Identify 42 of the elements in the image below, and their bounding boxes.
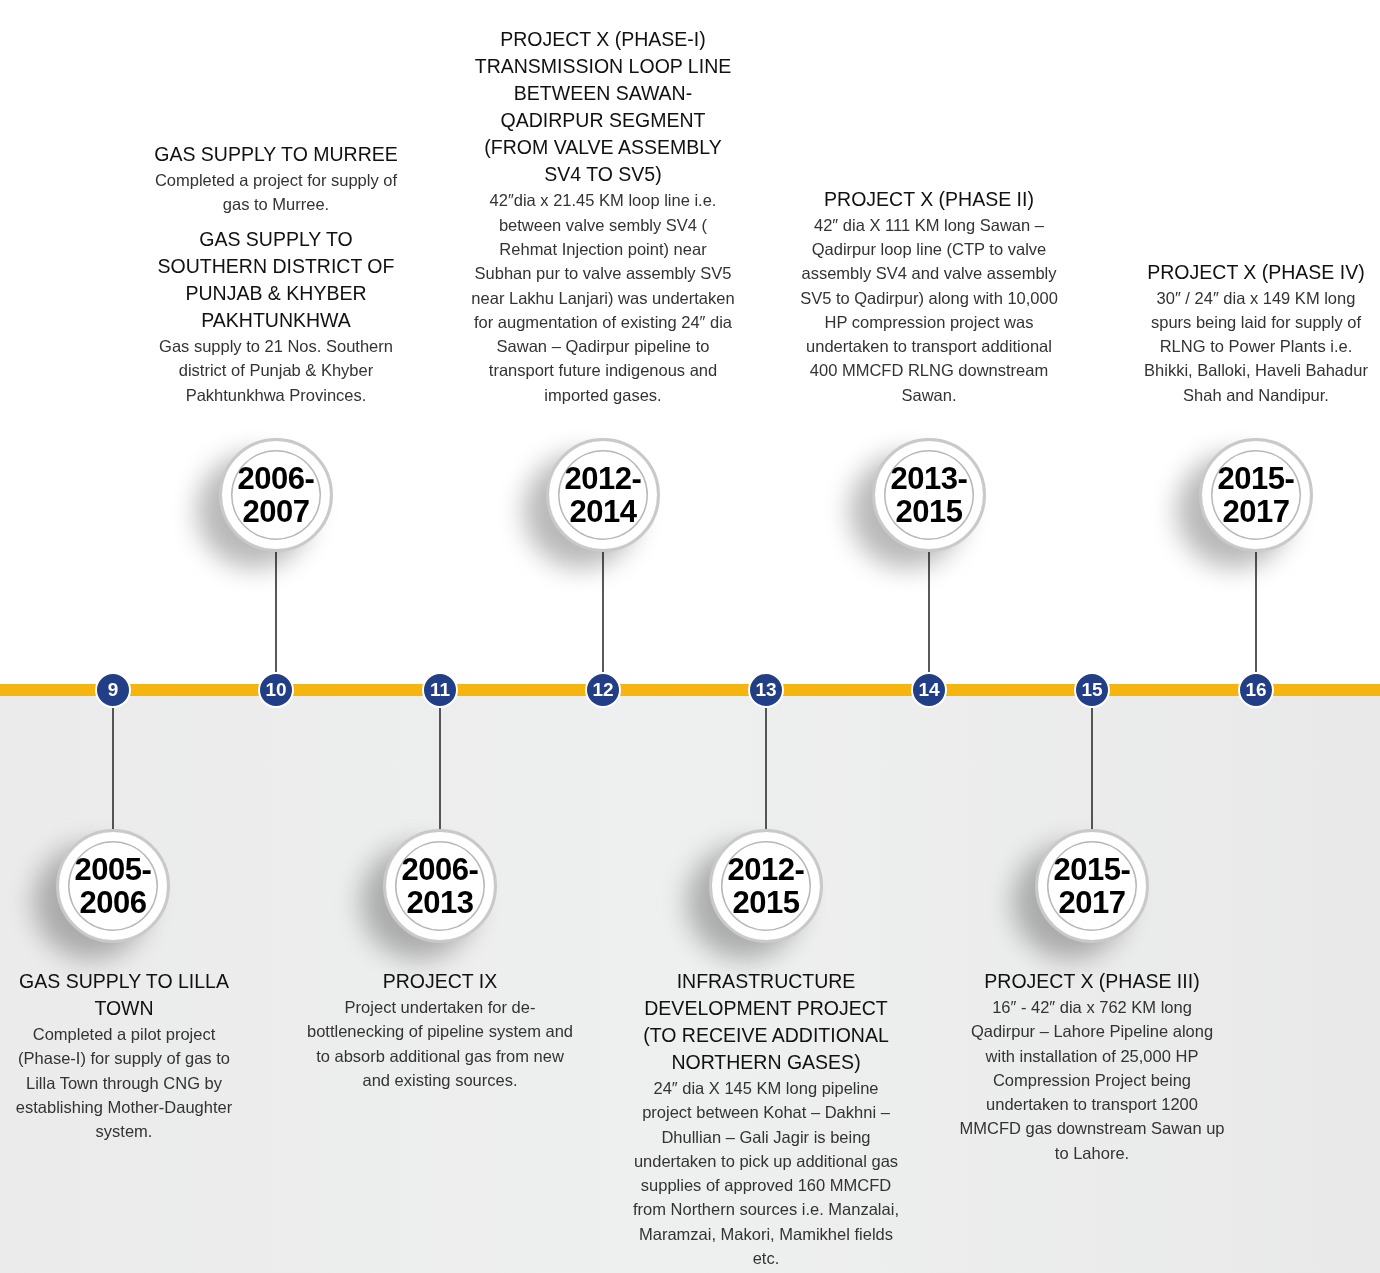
connector-line xyxy=(765,707,767,830)
number-badge: 12 xyxy=(585,672,621,708)
project-description: Completed a project for supply of gas to Murree. xyxy=(153,169,399,215)
project-description: 24″ dia X 145 KM long pipeline project between Kohat – Dakhni – Dhullian – Gali Jagir is being undertaken to pick up additional gas supplies of approved 160 MMCFD from Northern sources i.e. Manzalai, Maramzai, Makori, Mamikhel fields etc. xyxy=(632,1078,900,1270)
year-label: 2006-2007 xyxy=(236,462,316,528)
connector-line xyxy=(1091,707,1093,830)
year-label: 2012-2014 xyxy=(563,462,643,528)
project-description: Project undertaken for de-bottlenecking of pipeline system and to absorb additional gas from new and existing sources. xyxy=(306,997,574,1091)
project-title: GAS SUPPLY TO LILLA TOWN xyxy=(18,969,230,1021)
project-title: GAS SUPPLY TO SOUTHERN DISTRICT OF PUNJAB & KHYBER PAKHTUNKHWA xyxy=(156,227,396,334)
year-label: 2013-2015 xyxy=(889,462,969,528)
project-description: 30″ / 24″ dia x 149 KM long spurs being laid for supply of RLNG to Power Plants i.e. Bhikki, Balloki, Haveli Bahadur Shah and Nandipur. xyxy=(1143,287,1369,406)
connector-line xyxy=(275,551,277,673)
connector-line xyxy=(1255,551,1257,673)
project-title: PROJECT X (PHASE III) xyxy=(983,969,1201,994)
project-description: 42″ dia X 111 KM long Sawan – Qadirpur loop line (CTP to valve assembly SV4 and valve assembly SV5 to Qadirpur) along with 10,000 HP compression project was undertaken to transport additional 400 MMCFD RLNG downstream Sawan. xyxy=(799,214,1059,406)
connector-line xyxy=(928,551,930,673)
project-description: 42″dia x 21.45 KM loop line i.e. between valve sembly SV4 ( Rehmat Injection point) near Subhan pur to valve assembly SV5 near Lakhu Lanjari) was undertaken for augmentation of existing 24″ dia Sawan – Qadirpur pipeline to transport future indigenous and imported gases. xyxy=(470,190,736,406)
number-badge: 16 xyxy=(1238,672,1274,708)
number-badge: 11 xyxy=(422,672,458,708)
connector-line xyxy=(439,707,441,830)
project-description: 16″ - 42″ dia x 762 KM long Qadirpur – Lahore Pipeline along with installation of 25,000 HP Compression Project being undertaken to transport 1200 MMCFD gas downstream Sawan up to Lahore. xyxy=(958,997,1226,1164)
year-label: 2015-2017 xyxy=(1052,853,1132,919)
project-title: INFRASTRUCTURE DEVELOPMENT PROJECT (TO RECEIVE ADDITIONAL NORTHERN GASES) xyxy=(642,969,890,1075)
year-label: 2005-2006 xyxy=(73,853,153,919)
project-title: PROJECT X (PHASE-I) TRANSMISSION LOOP LINE BETWEEN SAWAN- QADIRPUR SEGMENT (FROM VALVE ASSEMBLY SV4 TO SV5) xyxy=(473,27,733,188)
year-label: 2006-2013 xyxy=(400,853,480,919)
project-title: GAS SUPPLY TO MURREE xyxy=(153,141,399,167)
number-badge: 9 xyxy=(95,672,131,708)
project-description: Gas supply to 21 Nos. Southern district of Punjab & Khyber Pakhtunkhwa Provinces. xyxy=(158,336,394,406)
number-badge: 10 xyxy=(258,672,294,708)
number-badge: 15 xyxy=(1074,672,1110,708)
project-description: Completed a pilot project (Phase-I) for supply of gas to Lilla Town through CNG by establishing Mother-Daughter system. xyxy=(14,1024,234,1143)
year-label: 2015-2017 xyxy=(1216,462,1296,528)
number-badge: 14 xyxy=(911,672,947,708)
project-title: PROJECT X (PHASE II) xyxy=(823,186,1035,212)
connector-line xyxy=(602,551,604,673)
year-label: 2012-2015 xyxy=(726,853,806,919)
project-title: PROJECT X (PHASE IV) xyxy=(1146,259,1366,285)
number-badge: 13 xyxy=(748,672,784,708)
project-title: PROJECT IX xyxy=(381,969,499,994)
connector-line xyxy=(112,707,114,830)
